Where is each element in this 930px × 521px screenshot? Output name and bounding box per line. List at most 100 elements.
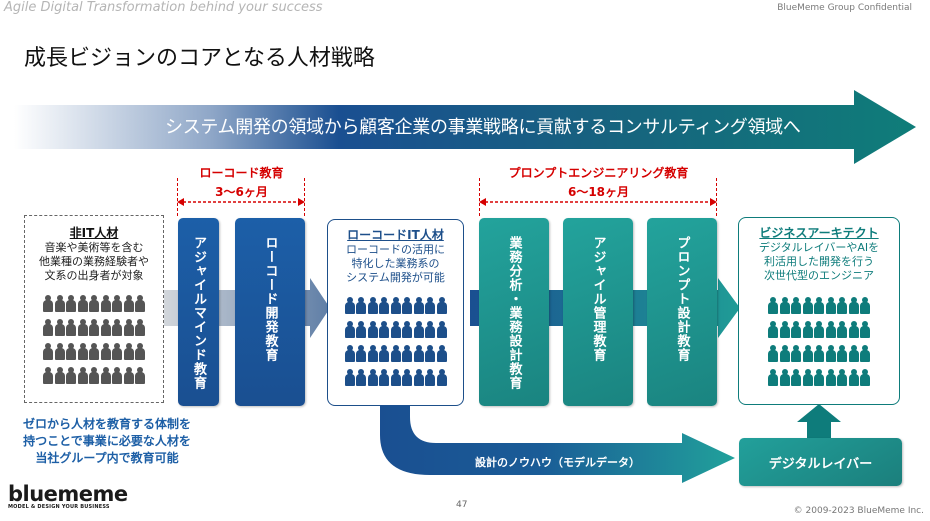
person-icon [413,321,424,338]
person-icon [825,321,836,338]
person-icon [77,367,88,384]
person-icon [768,321,778,338]
person-icon [837,345,847,362]
people-icon-grid [328,297,463,386]
person-icon [89,343,99,360]
bracket-line-right [716,178,717,216]
person-icon [436,369,447,386]
bracket-line-left [177,178,178,216]
lowcode-it-talent-box: ローコードIT人材 ローコードの活用に 特化した業務系の システム開発が可能 [327,219,464,406]
non-it-desc-2: 他業種の業務経験者や [39,255,149,268]
logo-wordmark: bluememe [8,482,128,506]
bracket-line-left [479,178,480,216]
person-icon [848,369,859,386]
person-icon [112,367,122,384]
person-icon [66,367,76,384]
person-icon [112,295,122,312]
lowcode-it-desc-3: システム開発が可能 [346,271,445,284]
person-icon [425,321,435,338]
person-icon [135,295,145,312]
people-icon-grid [25,295,163,384]
person-icon [768,297,778,314]
person-icon [425,297,435,314]
bracket-line-right [304,178,305,216]
knowhow-arrow [380,405,735,483]
person-icon [779,345,790,362]
person-icon [860,297,870,314]
prompt-education-label: プロンプトエンジニアリング教育 [508,166,689,180]
bottom-note-line-3: 当社グループ内で教育可能 [35,451,179,465]
person-icon [837,369,847,386]
person-icon [77,319,88,336]
person-icon [100,319,111,336]
person-icon [791,345,801,362]
person-icon [802,369,813,386]
non-it-desc-3: 文系の出身者が対象 [44,269,144,282]
person-icon [77,343,88,360]
person-icon [848,345,859,362]
person-icon [77,295,88,312]
person-icon [860,321,870,338]
person-icon [135,319,145,336]
person-icon [425,369,435,386]
person-icon [860,345,870,362]
person-icon [123,367,134,384]
person-icon [814,297,824,314]
bottom-note-line-1: ゼロから人材を教育する体制を [22,417,191,431]
person-icon [379,297,389,314]
person-icon [123,343,134,360]
person-icon [825,297,836,314]
page-number: 47 [456,500,468,510]
person-icon [367,369,378,386]
digital-labor-box: デジタルレイバー [739,438,902,486]
person-icon [779,369,790,386]
person-icon [436,321,447,338]
person-icon [135,367,145,384]
person-icon [43,367,53,384]
business-architect-desc-1: デジタルレイバーやAIを [758,241,880,254]
person-icon [43,319,53,336]
confidential-label: BlueMeme Group Confidential [777,3,912,13]
prompt-duration-arrow [479,198,717,206]
lowcode-it-desc-1: ローコードの活用に [346,243,445,256]
person-icon [379,321,389,338]
person-icon [779,297,790,314]
person-icon [123,295,134,312]
person-icon [344,321,355,338]
person-icon [112,319,122,336]
person-icon [837,321,847,338]
person-icon [814,345,824,362]
person-icon [402,321,412,338]
person-icon [791,369,801,386]
person-icon [367,321,378,338]
person-icon [791,297,801,314]
person-icon [768,369,778,386]
education-bar-lowcode-dev: ローコード開発教育 [235,218,305,406]
education-bar-agile-management: アジャイル管理教育 [563,218,633,406]
person-icon [54,319,65,336]
person-icon [425,345,435,362]
person-icon [66,343,76,360]
person-icon [367,297,378,314]
person-icon [802,345,813,362]
strategy-banner-arrow [14,90,916,164]
person-icon [825,369,836,386]
person-icon [802,321,813,338]
header-tagline: Agile Digital Transformation behind your… [4,0,323,15]
copyright: © 2009-2023 BlueMeme Inc. [793,506,924,516]
business-architect-box: ビジネスアーキテクト デジタルレイバーやAIを 利活用した開発を行う 次世代型の… [738,217,900,405]
person-icon [344,369,355,386]
person-icon [802,297,813,314]
lowcode-education-label: ローコード教育 [199,166,284,180]
person-icon [54,367,65,384]
lowcode-it-desc-2: 特化した業務系の [351,257,440,270]
person-icon [89,367,99,384]
prompt-education-duration: 6～18ヶ月 [567,185,630,199]
business-architect-desc-3: 次世代型のエンジニア [764,269,874,282]
person-icon [402,345,412,362]
person-icon [814,321,824,338]
logo-tagline: MODEL & DESIGN YOUR BUSINESS [8,504,110,510]
person-icon [66,295,76,312]
bottom-note-line-2: 持つことで事業に必要な人材を [23,434,191,448]
person-icon [356,369,366,386]
